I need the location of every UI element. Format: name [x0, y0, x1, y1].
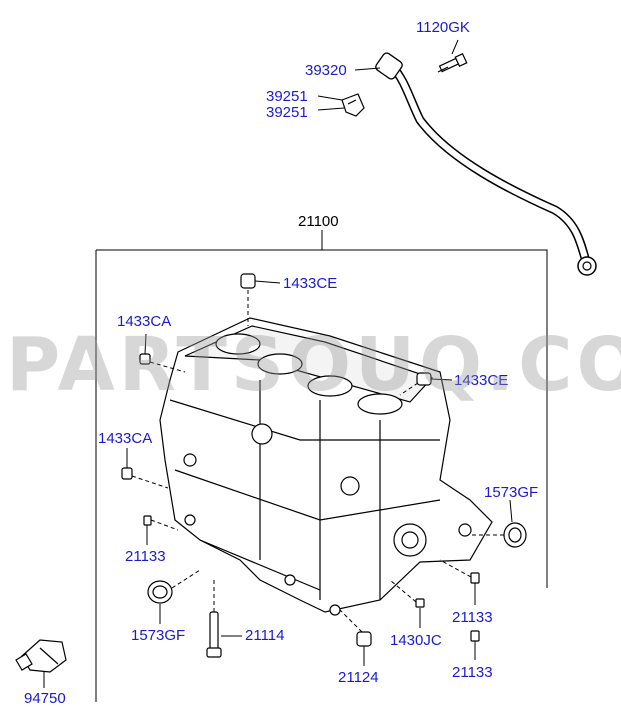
pin-21133-left [143, 515, 152, 526]
label-1433ca-lower: 1433CA [98, 430, 153, 447]
label-39320: 39320 [305, 62, 347, 79]
label-21124: 21124 [338, 669, 379, 686]
cylinder-block [159, 317, 493, 616]
label-94750: 94750 [24, 690, 66, 707]
plug-1433ca-upper [139, 353, 151, 365]
label-1573gf-left: 1573GF [131, 627, 186, 644]
clip-39251 [341, 93, 365, 117]
label-21100: 21100 [298, 213, 339, 230]
plug-1433ca-lower [121, 467, 133, 480]
bolt-1120gk [437, 52, 468, 73]
sleeve-21124 [356, 631, 372, 647]
label-21114: 21114 [245, 627, 285, 644]
label-21133-bottom: 21133 [452, 664, 493, 681]
pin-21133-bottom [470, 630, 480, 642]
plug-1433ce-top [240, 273, 256, 289]
label-39251-a: 39251 [266, 88, 308, 105]
label-1430jc: 1430JC [390, 632, 442, 649]
pin-1430jc [415, 598, 425, 608]
assembly-frame [96, 249, 548, 588]
knock-sensor-cable [375, 52, 597, 276]
label-1120gk: 1120GK [416, 19, 470, 36]
knock-sensor-94750 [15, 639, 67, 673]
label-1573gf-right: 1573GF [484, 484, 539, 501]
label-1433ce-right: 1433CE [454, 372, 509, 389]
label-21133-left: 21133 [125, 548, 166, 565]
pin-21133-right [470, 572, 480, 584]
label-21133-right: 21133 [452, 609, 493, 626]
plug-1433ce-right [416, 372, 432, 386]
label-1433ce-top: 1433CE [283, 275, 338, 292]
label-1433ca-upper: 1433CA [117, 313, 172, 330]
label-39251-b: 39251 [266, 104, 308, 121]
